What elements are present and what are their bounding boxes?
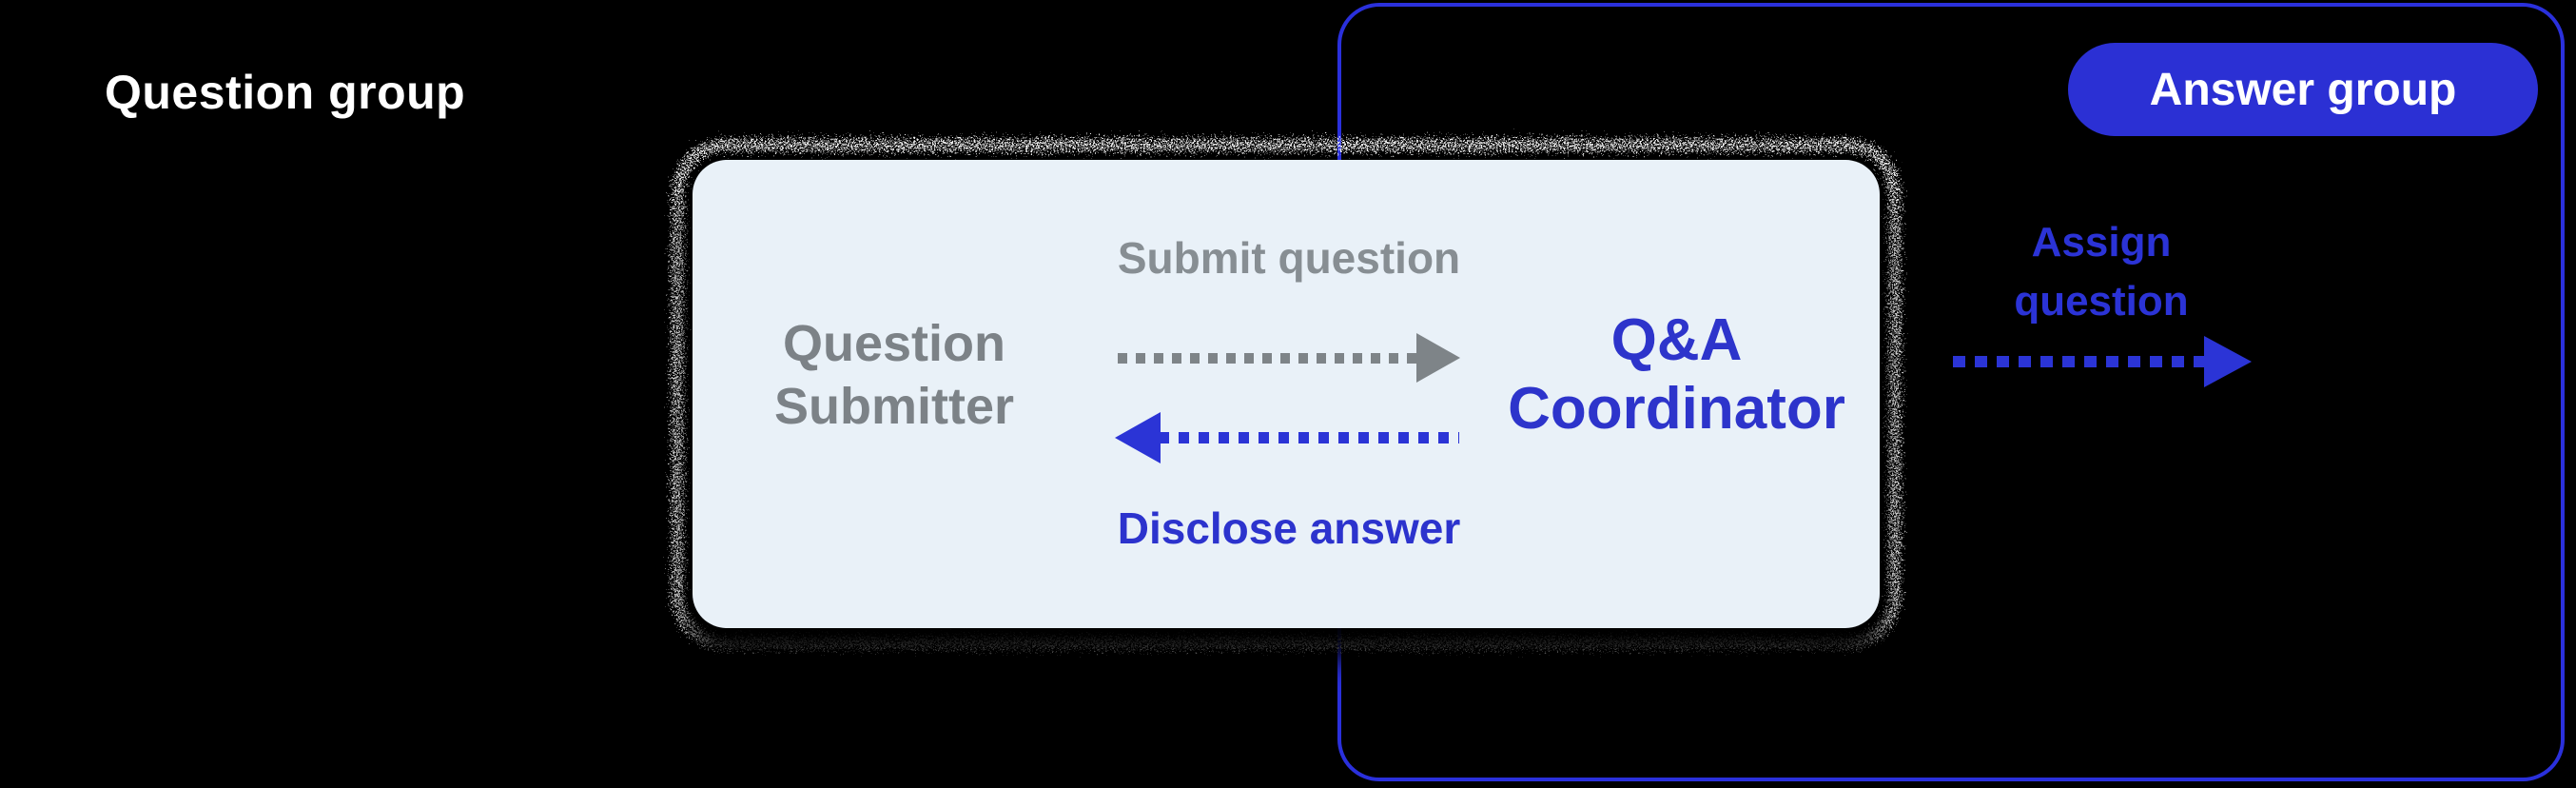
assign-question-line2: question (2014, 278, 2189, 325)
submit-question-label: Submit question (1117, 233, 1461, 283)
question-submitter-line1: Question (782, 315, 1005, 372)
disclose-answer-arrowhead-icon (1115, 412, 1161, 463)
submit-question-arrow (1118, 333, 1460, 383)
assign-question-arrow-dots (1953, 356, 2206, 367)
question-group-label: Question group (105, 66, 466, 119)
submit-question-arrowhead-icon (1416, 333, 1460, 383)
disclose-answer-arrow (1115, 412, 1459, 463)
assign-question-arrow (1953, 336, 2252, 387)
assign-question-arrowhead-icon (2204, 336, 2252, 387)
question-submitter-line2: Submitter (773, 378, 1015, 435)
qa-coordinator-line1: Q&A (1610, 307, 1743, 373)
assign-question-label: Assign question (1929, 213, 2274, 331)
card-spray-border (672, 139, 1901, 649)
submit-question-arrow-dots (1118, 353, 1418, 364)
qa-coordinator-node: Q&A Coordinator (1465, 306, 1888, 443)
qa-coordinator-line2: Coordinator (1508, 376, 1845, 442)
answer-group-label: Answer group (2149, 64, 2457, 115)
assign-question-line1: Assign (2031, 219, 2172, 266)
qa-flow-card (693, 160, 1880, 628)
disclose-answer-arrow-dots (1159, 432, 1459, 443)
question-submitter-node: Question Submitter (742, 312, 1046, 438)
disclose-answer-label: Disclose answer (1117, 503, 1461, 553)
answer-group-badge: Answer group (2068, 43, 2538, 136)
